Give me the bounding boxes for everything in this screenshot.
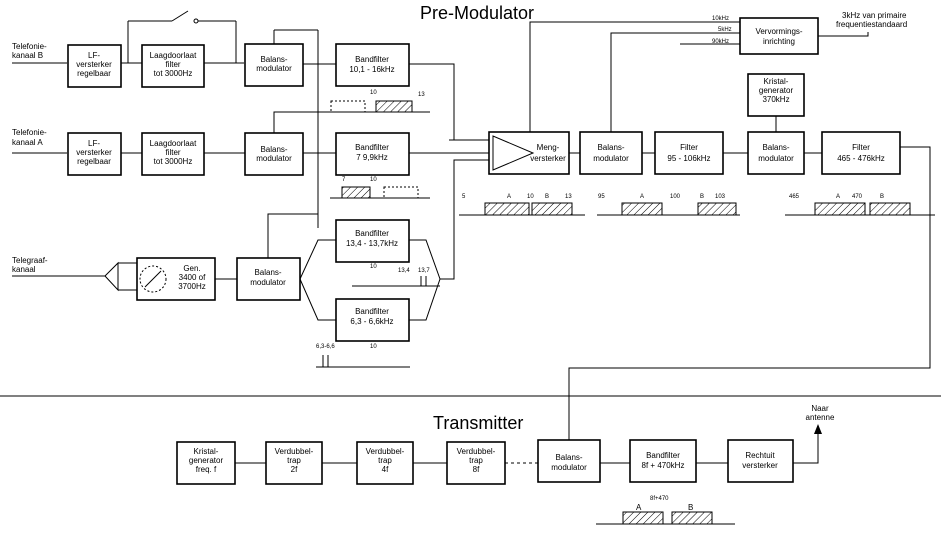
bandfilter-a — [335, 132, 410, 176]
svg-text:A: A — [836, 194, 840, 200]
svg-text:Balans-modulator: Balans-modulator — [593, 143, 629, 163]
vervormingsinrichting — [739, 17, 819, 55]
lf-versterker-b — [67, 44, 122, 88]
amplifier-icon — [492, 135, 535, 171]
label-telegraaf: Telegraaf-kanaal — [12, 256, 48, 274]
transmitter-title: Transmitter — [433, 413, 523, 433]
svg-text:A: A — [640, 194, 644, 200]
tx-verdubbeltrap-2f — [265, 441, 323, 485]
svg-text:10: 10 — [527, 194, 534, 200]
svg-text:13: 13 — [565, 194, 572, 200]
svg-text:Balans-modulator: Balans-modulator — [256, 55, 292, 73]
laagdoorlaat-filter-a — [141, 132, 205, 176]
lf-versterker-a — [67, 132, 122, 176]
tx-bandfilter — [629, 439, 697, 483]
tx-verdubbeltrap-8f — [446, 441, 506, 485]
svg-text:10: 10 — [370, 90, 377, 96]
label-telefonie-b: Telefonie-kanaal B — [12, 42, 47, 60]
svg-text:13,4: 13,4 — [398, 268, 410, 274]
svg-text:Balans-modulator: Balans-modulator — [250, 268, 286, 287]
svg-text:10kHz: 10kHz — [712, 16, 729, 22]
svg-text:470: 470 — [852, 194, 863, 200]
svg-text:5kHz: 5kHz — [718, 27, 732, 33]
bandfilter-telegraaf-1 — [335, 219, 410, 263]
svg-text:B: B — [688, 503, 693, 512]
tx-verdubbeltrap-4f — [356, 441, 414, 485]
svg-text:13,7: 13,7 — [418, 268, 430, 274]
filter-465-476 — [821, 131, 901, 175]
svg-text:10: 10 — [370, 264, 377, 270]
tx-kristalgenerator — [176, 441, 236, 485]
tx-balansmodulator — [537, 439, 601, 483]
svg-text:10: 10 — [370, 177, 377, 183]
laagdoorlaat-filter-b — [141, 44, 205, 88]
svg-text:B: B — [880, 194, 884, 200]
balansmodulator-b — [244, 43, 304, 87]
bandfilter-telegraaf-2 — [335, 298, 410, 342]
svg-text:103: 103 — [715, 194, 726, 200]
antenna-arrow-icon — [814, 424, 822, 434]
svg-text:B: B — [700, 194, 704, 200]
svg-text:100: 100 — [670, 194, 681, 200]
balansmodulator-2 — [747, 131, 805, 175]
svg-text:6,3-6,6: 6,3-6,6 — [316, 344, 335, 350]
svg-text:95: 95 — [598, 194, 605, 200]
svg-text:Meng-versterker: Meng-versterker — [530, 143, 566, 163]
svg-text:B: B — [545, 194, 549, 200]
svg-text:10: 10 — [370, 344, 377, 350]
svg-text:Balans-modulator: Balans-modulator — [551, 453, 587, 472]
svg-text:7: 7 — [342, 177, 346, 183]
label-telefonie-a: Telefonie-kanaal A — [12, 128, 47, 147]
svg-text:Balans-modulator: Balans-modulator — [758, 143, 794, 163]
dial-icon — [139, 265, 167, 293]
svg-text:A: A — [507, 194, 511, 200]
svg-text:13: 13 — [418, 92, 425, 98]
mengversterker — [488, 131, 570, 175]
bandfilter-b — [335, 43, 410, 87]
svg-text:A: A — [636, 503, 642, 512]
svg-text:5: 5 — [462, 194, 466, 200]
tx-rechtuit-versterker — [727, 439, 794, 483]
svg-text:Balans-modulator: Balans-modulator — [256, 145, 292, 163]
switch-lever — [171, 10, 189, 22]
filter-95-106 — [654, 131, 724, 175]
svg-text:90kHz: 90kHz — [712, 39, 729, 45]
svg-text:8f+470: 8f+470 — [650, 496, 669, 502]
kristalgenerator-370 — [747, 73, 805, 117]
svg-text:465: 465 — [789, 194, 800, 200]
balansmodulator-1 — [579, 131, 643, 175]
balansmodulator-a — [244, 132, 304, 176]
svg-text:Vervormings-inrichting: Vervormings-inrichting — [755, 27, 802, 46]
pre-modulator-title: Pre-Modulator — [420, 3, 534, 23]
